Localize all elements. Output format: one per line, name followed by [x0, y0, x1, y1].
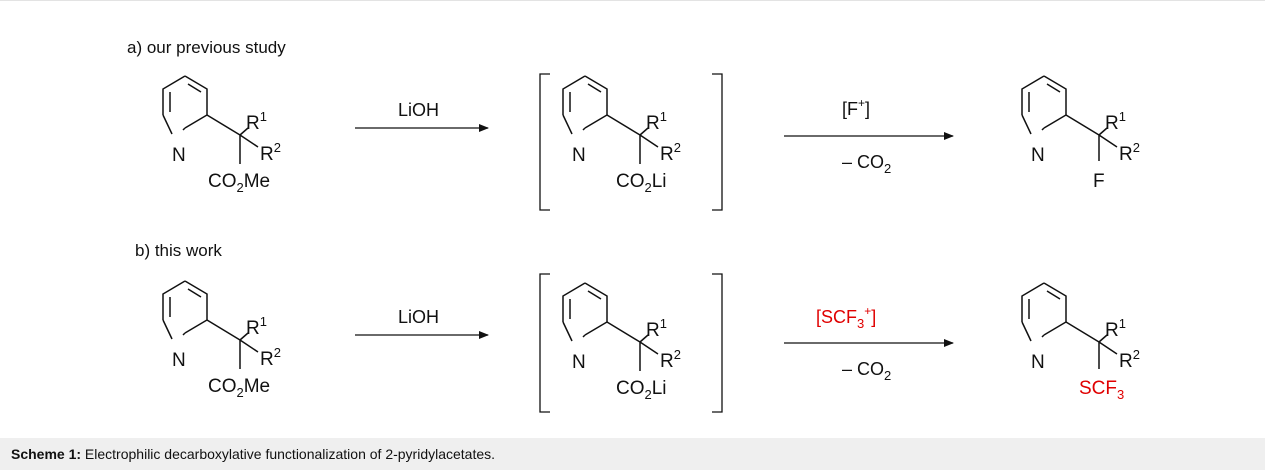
reaction-scheme: a) our previous study b) this work N R1 … — [0, 0, 1265, 413]
bracket-left-b — [539, 273, 550, 413]
scf3-group-label: SCF3 — [1079, 378, 1124, 402]
svg-text:R1: R1 — [646, 109, 667, 134]
svg-text:R2: R2 — [260, 140, 281, 165]
byproduct-co2-b: – CO2 — [842, 359, 891, 383]
svg-text:N: N — [1031, 145, 1045, 166]
reagent-lioh-a: LiOH — [398, 100, 439, 120]
pyridine-nitrogen-label: N — [572, 145, 586, 166]
reagent-fluorine: [F+] — [842, 96, 870, 119]
r2-superscript: 2 — [274, 140, 281, 155]
r2-label: R — [260, 144, 274, 165]
scf3-product: N R1 R2 SCF3 — [1021, 282, 1140, 402]
svg-text:N: N — [572, 352, 586, 373]
svg-text:N: N — [172, 350, 186, 371]
figure-caption: Scheme 1: Electrophilic decarboxylative … — [0, 438, 1265, 470]
carboxylate-group-label: CO2Li — [616, 171, 667, 195]
bracket-left-a — [539, 73, 550, 211]
svg-text:R1: R1 — [246, 314, 267, 339]
bracket-right-a — [712, 73, 723, 211]
section-a-label: a) our previous study — [127, 38, 286, 57]
pyridyl-ester-b: N R1 R2 CO2Me — [162, 280, 281, 400]
scheme-canvas: a) our previous study b) this work N R1 … — [127, 38, 1140, 413]
bracket-right-b — [712, 273, 723, 413]
r1-superscript: 1 — [260, 109, 267, 124]
svg-text:R2: R2 — [660, 140, 681, 165]
fluorinated-product: N R1 R2 F — [1021, 75, 1140, 192]
svg-text:R1: R1 — [1105, 109, 1126, 134]
reagent-lioh-b: LiOH — [398, 307, 439, 327]
pyridyl-ester-a: N R1 R2 CO2Me — [162, 75, 281, 195]
section-b-label: b) this work — [135, 241, 222, 260]
svg-text:R1: R1 — [1105, 316, 1126, 341]
ester-group-label: CO2Me — [208, 171, 270, 195]
byproduct-co2-a: – CO2 — [842, 152, 891, 176]
svg-text:R2: R2 — [1119, 140, 1140, 165]
fluorine-label: F — [1093, 171, 1105, 192]
svg-text:R2: R2 — [260, 345, 281, 370]
lithium-carboxylate-a: N R1 R2 CO2Li — [562, 75, 681, 195]
reagent-scf3: [SCF3+] — [816, 304, 876, 331]
lithium-carboxylate-b: N R1 R2 CO2Li — [562, 282, 681, 402]
svg-text:CO2Li: CO2Li — [616, 378, 667, 402]
pyridine-nitrogen-label: N — [172, 145, 186, 166]
svg-text:CO2Me: CO2Me — [208, 376, 270, 400]
svg-text:N: N — [1031, 352, 1045, 373]
svg-text:R1: R1 — [646, 316, 667, 341]
r1-label: R — [246, 113, 260, 134]
svg-text:R1: R1 — [246, 109, 267, 134]
caption-label: Scheme 1: — [11, 446, 82, 462]
caption-text: Electrophilic decarboxylative functional… — [81, 446, 496, 462]
svg-text:R2: R2 — [660, 347, 681, 372]
svg-text:R2: R2 — [1119, 347, 1140, 372]
